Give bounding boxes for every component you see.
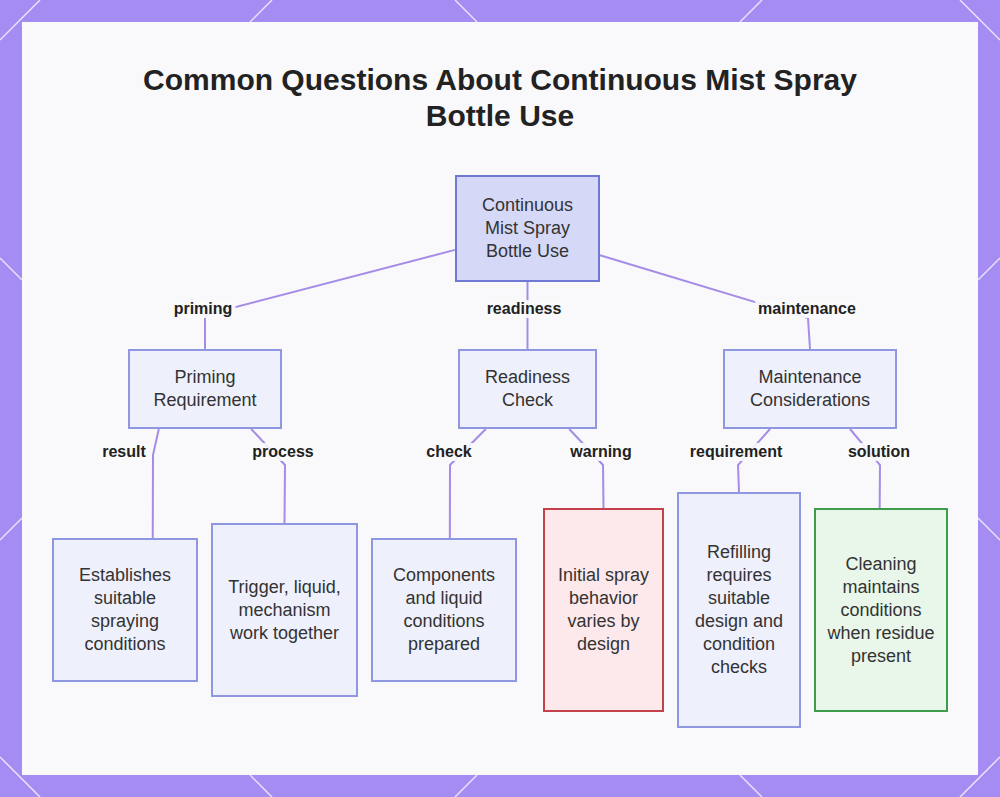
node-text: Initial spray behavior varies by design bbox=[553, 564, 654, 656]
category-box: Readiness Check bbox=[458, 349, 597, 429]
edge-label: solution bbox=[845, 443, 913, 461]
detail-box: Establishes suitable spraying conditions bbox=[52, 538, 198, 682]
connector-line bbox=[850, 429, 880, 508]
connector-line bbox=[153, 429, 159, 538]
node-text: Cleaning maintains conditions when resid… bbox=[824, 553, 938, 668]
detail-box: Components and liquid conditions prepare… bbox=[371, 538, 517, 682]
connector-line bbox=[569, 429, 603, 508]
node-text: Establishes suitable spraying conditions bbox=[62, 564, 188, 656]
edge-label: result bbox=[99, 443, 149, 461]
edge-label: warning bbox=[567, 443, 634, 461]
category-box: Priming Requirement bbox=[128, 349, 282, 429]
edge-label: maintenance bbox=[755, 300, 859, 318]
warning-box: Initial spray behavior varies by design bbox=[543, 508, 664, 712]
node-text: Continuous Mist Spray Bottle Use bbox=[465, 194, 590, 263]
connector-line bbox=[205, 250, 455, 349]
node-text: Priming Requirement bbox=[138, 366, 272, 412]
node-text: Trigger, liquid, mechanism work together bbox=[221, 576, 348, 645]
root-topic: Continuous Mist Spray Bottle Use bbox=[455, 175, 600, 282]
diagram-title: Common Questions About Continuous Mist S… bbox=[100, 62, 900, 134]
category-box: Maintenance Considerations bbox=[723, 349, 897, 429]
edge-label: requirement bbox=[687, 443, 785, 461]
detail-box: Refilling requires suitable design and c… bbox=[677, 492, 801, 728]
node-text: Components and liquid conditions prepare… bbox=[381, 564, 507, 656]
edge-label: check bbox=[423, 443, 474, 461]
edge-label: process bbox=[249, 443, 316, 461]
node-text: Maintenance Considerations bbox=[733, 366, 887, 412]
edge-label: readiness bbox=[484, 300, 565, 318]
node-text: Refilling requires suitable design and c… bbox=[687, 541, 791, 679]
detail-box: Trigger, liquid, mechanism work together bbox=[211, 523, 358, 697]
solution-box: Cleaning maintains conditions when resid… bbox=[814, 508, 948, 712]
edge-label: priming bbox=[171, 300, 236, 318]
node-text: Readiness Check bbox=[468, 366, 587, 412]
